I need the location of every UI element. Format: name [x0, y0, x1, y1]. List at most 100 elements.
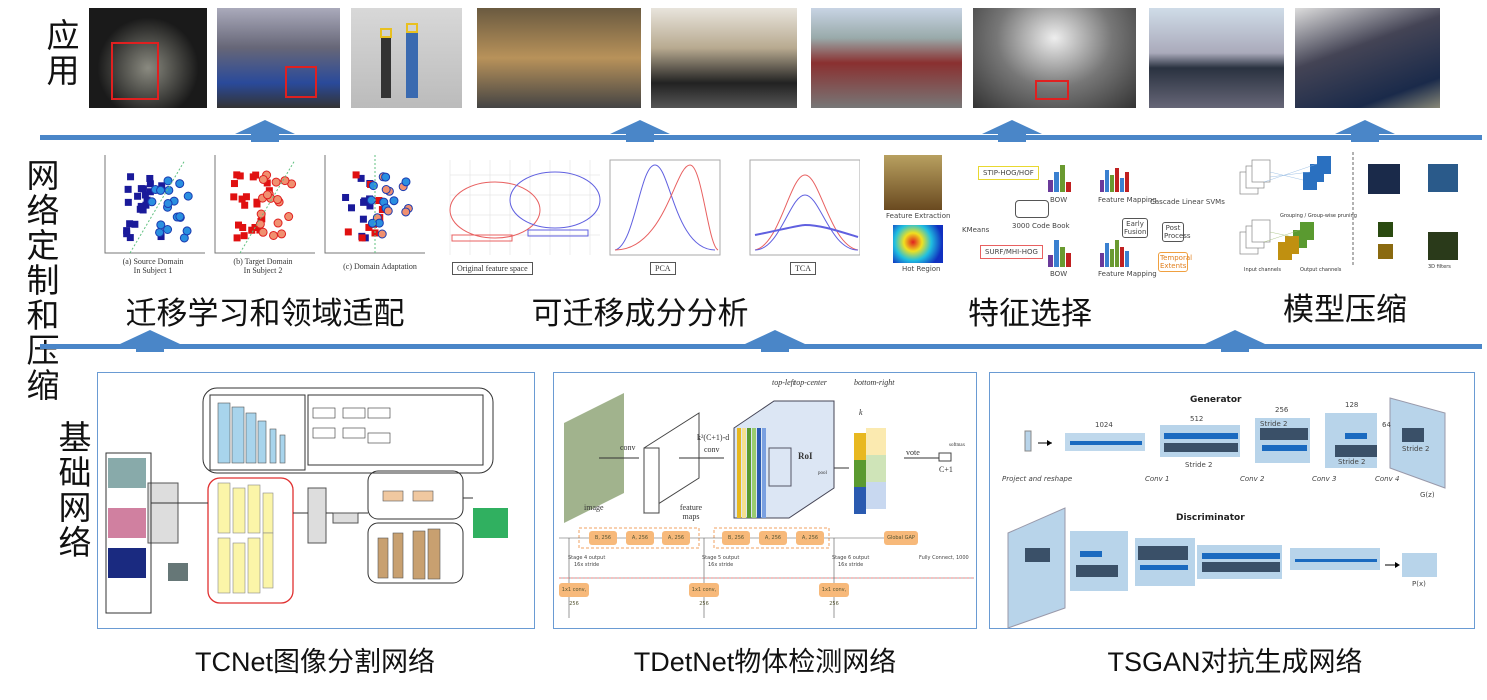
scatter-point	[146, 188, 154, 196]
scatter-point	[253, 200, 261, 208]
scatter-point	[104, 155, 205, 254]
label-input-channels: Input channels	[1244, 267, 1281, 273]
scatter-point	[136, 205, 144, 213]
scatter-point	[163, 224, 173, 234]
label-stage4: Stage 4 output	[568, 555, 606, 561]
scatter-point	[377, 229, 387, 239]
up-arrow-icon	[982, 120, 1042, 142]
label-feature-mapping-1: Feature Mapping	[1098, 196, 1157, 204]
scatter-point	[357, 174, 365, 182]
photo-face-detection	[89, 8, 207, 108]
label-bottom-right: bottom-right	[854, 378, 895, 387]
scatter-point	[127, 173, 135, 181]
label-codebook: 3000 Code Book	[1012, 222, 1070, 230]
scatter-point	[360, 198, 368, 206]
label-discriminator: Discriminator	[1176, 513, 1245, 523]
tca-plots	[449, 159, 860, 256]
scatter-point	[233, 234, 241, 242]
label-early-fusion: Early Fusion	[1122, 218, 1148, 238]
label-conv4: Conv 4	[1375, 475, 1400, 483]
label-stride-2: Stride 2	[1260, 420, 1288, 428]
caption-tcnet: TCNet图像分割网络	[194, 647, 435, 677]
scatter-point	[163, 176, 173, 186]
scatter-point	[263, 179, 271, 187]
scatter-point	[342, 193, 350, 201]
label-k: k	[859, 408, 863, 417]
label-stage6-stride: 16x stride	[838, 562, 864, 568]
block-b: B, 256	[722, 531, 750, 545]
scatter-point	[124, 198, 132, 206]
tsgan-diagram	[1007, 397, 1446, 629]
caption-model-compression: 模型压缩	[1283, 292, 1407, 328]
compression-diagram	[1239, 152, 1458, 267]
up-arrow-icon	[1335, 120, 1395, 142]
panel-tdetnet: top-left top-center bottom-right conv im…	[553, 372, 977, 629]
scatter-point	[131, 220, 139, 228]
scatter-point	[389, 196, 399, 206]
caption-a2: In Subject 1	[133, 266, 173, 275]
label-512: 512	[1190, 415, 1204, 423]
scatter-point	[214, 155, 315, 254]
caption-tdetnet: TDetNet物体检测网络	[633, 647, 897, 677]
label-image: image	[584, 503, 604, 512]
scatter-point	[124, 185, 132, 193]
block-conv1: 1x1 conv, 256	[559, 583, 589, 607]
scatter-point	[273, 218, 283, 228]
photo-warehouse	[477, 8, 641, 108]
scatter-point	[146, 180, 154, 188]
caption-tca: 可迁移成分分析	[531, 296, 749, 332]
scatter-point	[348, 204, 356, 212]
label-256: 256	[1275, 406, 1289, 414]
scatter-point	[324, 155, 425, 254]
label-output-channels: Output channels	[1300, 267, 1342, 273]
label-pool: pool	[818, 471, 827, 476]
scatter-point	[366, 202, 374, 210]
scatter-point	[230, 193, 238, 201]
scatter-point	[183, 191, 193, 201]
label-top-left: top-left	[772, 378, 796, 387]
scatter-point	[240, 232, 248, 240]
scatter-point	[134, 192, 142, 200]
scatter-point	[239, 223, 247, 231]
scatter-point	[123, 230, 131, 238]
scatter-point	[249, 173, 257, 181]
caption-feature-selection: 特征选择	[968, 296, 1092, 332]
scatter-point	[175, 179, 185, 189]
photo-coal-conveyor	[651, 8, 797, 108]
scatter-point	[381, 185, 391, 195]
label-generator: Generator	[1190, 395, 1242, 405]
label-conv1: Conv 1	[1145, 475, 1170, 483]
label-project-reshape: Project and reshape	[1002, 475, 1073, 483]
label-conv3: Conv 3	[1312, 475, 1337, 483]
scatter-point	[146, 174, 154, 182]
up-arrow-icon	[120, 330, 180, 352]
block-conv1: 1x1 conv, 256	[689, 583, 719, 607]
scatter-point	[230, 180, 238, 188]
label-hot-region: Hot Region	[902, 265, 941, 273]
caption-transfer-learning: 迁移学习和领域适配	[125, 296, 405, 332]
panel-tsgan: Generator Discriminator 1024 512 256 128…	[989, 372, 1475, 629]
scatter-point	[359, 215, 367, 223]
photo-tunnel-conveyor	[973, 8, 1136, 108]
scatter-point	[277, 229, 287, 239]
label-bow-1: BOW	[1050, 196, 1068, 204]
label-vote: vote	[906, 448, 920, 457]
tcnet-diagram	[105, 387, 508, 614]
label-conv: conv	[620, 443, 636, 452]
scatter-point	[269, 230, 279, 240]
caption-b: (b) Target Domain	[233, 257, 293, 266]
scatter-point	[401, 177, 411, 187]
up-arrow-icon	[235, 120, 295, 142]
photo-mine-interior	[1295, 8, 1440, 108]
up-arrow-icon	[610, 120, 670, 142]
panel-tcnet	[97, 372, 535, 629]
scatter-point	[352, 171, 360, 179]
scatter-point	[235, 221, 243, 229]
block-a: A, 256	[626, 531, 654, 545]
label-kconv2: conv	[704, 445, 720, 454]
label-stip: STIP-HOG/HOF	[978, 166, 1039, 180]
scatter-point	[163, 199, 173, 209]
scatter-point	[155, 227, 165, 237]
label-svm: Cascade Linear SVMs	[1150, 198, 1225, 206]
label-px: P(x)	[1412, 580, 1426, 588]
